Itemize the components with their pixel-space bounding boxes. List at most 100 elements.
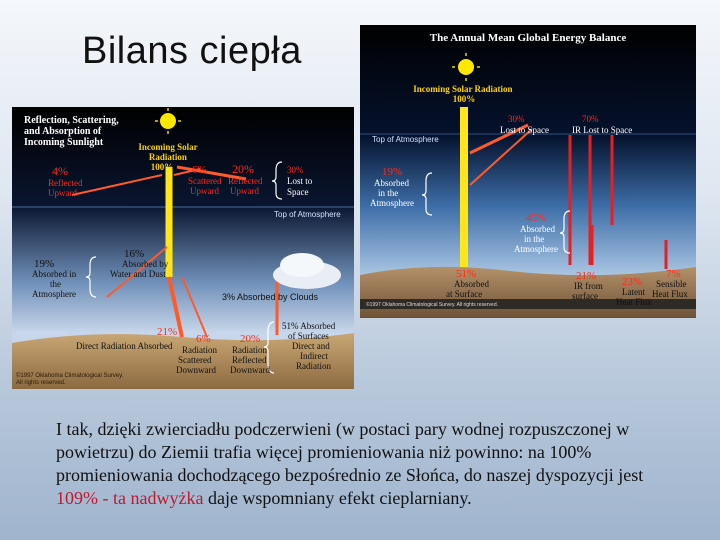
heading-line-3: Incoming Sunlight: [24, 137, 104, 148]
absorbed-45-line-2: in the: [524, 234, 544, 244]
sun-disc: [458, 59, 474, 75]
reflection-absorption-diagram: Reflection, Scattering, and Absorption o…: [12, 107, 354, 389]
caption-text-before: I tak, dzięki zwierciadłu podczerwieni (…: [56, 419, 644, 485]
scattered-6-label: Scattered Upward: [188, 176, 224, 196]
braces: [85, 161, 283, 374]
ir-lost-value: 70%: [582, 114, 599, 124]
sun-icon: [452, 53, 480, 81]
absorbed-45-line-3: Atmosphere: [514, 244, 558, 254]
scattered-down-arrow: [181, 276, 208, 338]
slide-title: Bilans ciepła: [82, 30, 302, 72]
radiation-arrows: [71, 165, 279, 338]
left-copyright-line-2: All rights reserved.: [16, 380, 66, 386]
absorbed-atmosphere-line-3: Atmosphere: [32, 289, 76, 299]
absorbed-dust-line-1: Absorbed by: [122, 259, 169, 269]
absorbed-surface-line-4: Indirect: [300, 351, 328, 361]
energy-balance-title: The Annual Mean Global Energy Balance: [430, 32, 627, 44]
left-copyright-line-1: ©1997 Oklahoma Climatological Survey.: [16, 372, 124, 379]
lost-to-space-label: 30% Lost to Space: [287, 165, 315, 197]
absorbed-dust-line-2: Water and Dust: [110, 269, 166, 279]
svg-text:Reflection, Scattering, an: Reflection, Scattering, and Absorption o…: [24, 115, 121, 148]
heading-line-2: and Absorption of: [24, 126, 102, 137]
absorbed-dust-label: 16% Absorbed by Water and Dust: [110, 248, 171, 279]
reflected-20-label-line-1: Reflected: [228, 176, 263, 186]
heading-line-1: Reflection, Scattering,: [24, 115, 119, 126]
caption-text-after: daje wspomniany efekt cieplarniany.: [203, 488, 472, 508]
scattered-down-value: 6%: [196, 333, 211, 345]
latent-heat-line-1: Latent: [622, 287, 645, 297]
latent-heat-label: 23% Latent Heat Flux: [616, 276, 652, 307]
absorbed-surface-label: 51% Absorbed at Surface: [446, 268, 491, 299]
reflected-arrow-2: [469, 128, 533, 186]
direct-radiation-label: Direct Radiation Absorbed: [76, 341, 173, 351]
incoming-label-line-3: 100%: [151, 162, 174, 172]
reflected-4-label-line-1: Reflected: [48, 178, 83, 188]
absorbed-surface-line-5: Radiation: [296, 361, 331, 371]
reflected-20-label-line-2: Upward: [230, 186, 259, 196]
reflected-20-value: 20%: [232, 162, 254, 176]
top-of-atmosphere-label: Top of Atmosphere: [372, 135, 439, 144]
absorbed-45-value: 45%: [526, 212, 546, 224]
scattered-down-label: Radiation Scattered Downward: [176, 345, 219, 375]
scattered-down-line-1: Radiation: [182, 345, 217, 355]
absorbed-atmosphere-line-2: the: [50, 279, 61, 289]
ir-from-surface-label: 21% IR from surface: [572, 270, 605, 301]
sun-rays: [452, 53, 480, 81]
reflected-4-label-line-2: Upward: [48, 188, 77, 198]
atmosphere-45-brace: [559, 210, 571, 254]
surface-brace: [263, 321, 275, 374]
sun-icon: [155, 108, 181, 134]
absorbed-dust-value: 16%: [124, 248, 144, 260]
ir-from-surface-value: 21%: [576, 270, 596, 282]
absorbed-19-label: 19% Absorbed in the Atmosphere: [370, 166, 414, 208]
absorbed-clouds-label: 3% Absorbed by Clouds: [222, 292, 319, 302]
scattered-down-line-2: Scattered: [178, 355, 212, 365]
scattered-6-value: 6%: [192, 164, 207, 176]
left-copyright: ©1997 Oklahoma Climatological Survey. Al…: [16, 372, 125, 386]
sun-disc: [160, 113, 176, 129]
sensible-heat-line-1: Sensible: [656, 279, 687, 289]
absorbed-19-line-3: Atmosphere: [370, 198, 414, 208]
braces: [421, 172, 571, 254]
absorbed-atmosphere-line-1: Absorbed in: [32, 269, 77, 279]
absorbed-surface-value: 51%: [456, 268, 476, 280]
latent-heat-value: 23%: [622, 276, 642, 288]
ir-from-surface-line-1: IR from: [574, 281, 603, 291]
absorbed-19-arrow: [106, 246, 168, 298]
direct-radiation-value: 21%: [157, 326, 177, 338]
absorbed-atmosphere-label: 19% Absorbed in the Atmosphere: [32, 258, 79, 299]
lost-to-space-brace: [271, 161, 283, 200]
sensible-heat-label: 7% Sensible Heat Flux: [652, 268, 689, 299]
absorbed-19-line-2: in the: [378, 188, 398, 198]
latent-heat-line-2: Heat Flux: [616, 297, 652, 307]
lost-to-space-value: 30%: [287, 165, 304, 175]
annual-energy-balance-diagram: The Annual Mean Global Energy Balance In…: [360, 25, 696, 318]
absorbed-19-line-1: Absorbed: [374, 178, 409, 188]
absorbed-45-label: 45% Absorbed in the Atmosphere: [514, 212, 558, 254]
lost-to-space-label: 30% Lost to Space: [500, 114, 549, 135]
incoming-label-line-2: 100%: [453, 94, 476, 104]
radiation-arrows: [460, 107, 668, 269]
reflected-down-label: Radiation Reflected Downward: [230, 345, 270, 375]
reflected-down-line-1: Radiation: [232, 345, 267, 355]
atmosphere-19-brace: [421, 172, 433, 216]
scattered-6-label-line-1: Scattered: [188, 176, 222, 186]
ir-from-surface-line-2: surface: [572, 291, 598, 301]
lost-to-space-line-1: Lost to: [287, 176, 313, 186]
incoming-label-line-2: Radiation: [149, 152, 187, 162]
reflected-4-label: Reflected Upward: [48, 178, 85, 198]
right-copyright: ©1997 Oklahoma Climatological Survey. Al…: [366, 301, 498, 308]
caption-highlight: 109% - ta nadwyżka: [56, 488, 204, 508]
reflected-20-label: Reflected Upward: [228, 176, 265, 196]
top-of-atmosphere-label: Top of Atmosphere: [274, 210, 341, 219]
absorbed-surface-label: 51% Absorbed of Surfaces Direct and Indi…: [282, 321, 338, 371]
reflected-down-line-2: Reflected: [232, 355, 267, 365]
absorbed-surface-line-1: 51% Absorbed: [282, 321, 336, 331]
reflected-20-arrow: [176, 165, 247, 181]
lost-to-space-arrow: [469, 123, 529, 155]
ground: [12, 333, 354, 389]
copyright-strip: [360, 299, 696, 309]
cloud-shape-top: [280, 253, 324, 277]
svg-text:Incoming Solar Radiation: Incoming Solar Radiation 100%: [138, 142, 199, 172]
incoming-label-line-1: Incoming Solar Radiation: [413, 84, 512, 94]
